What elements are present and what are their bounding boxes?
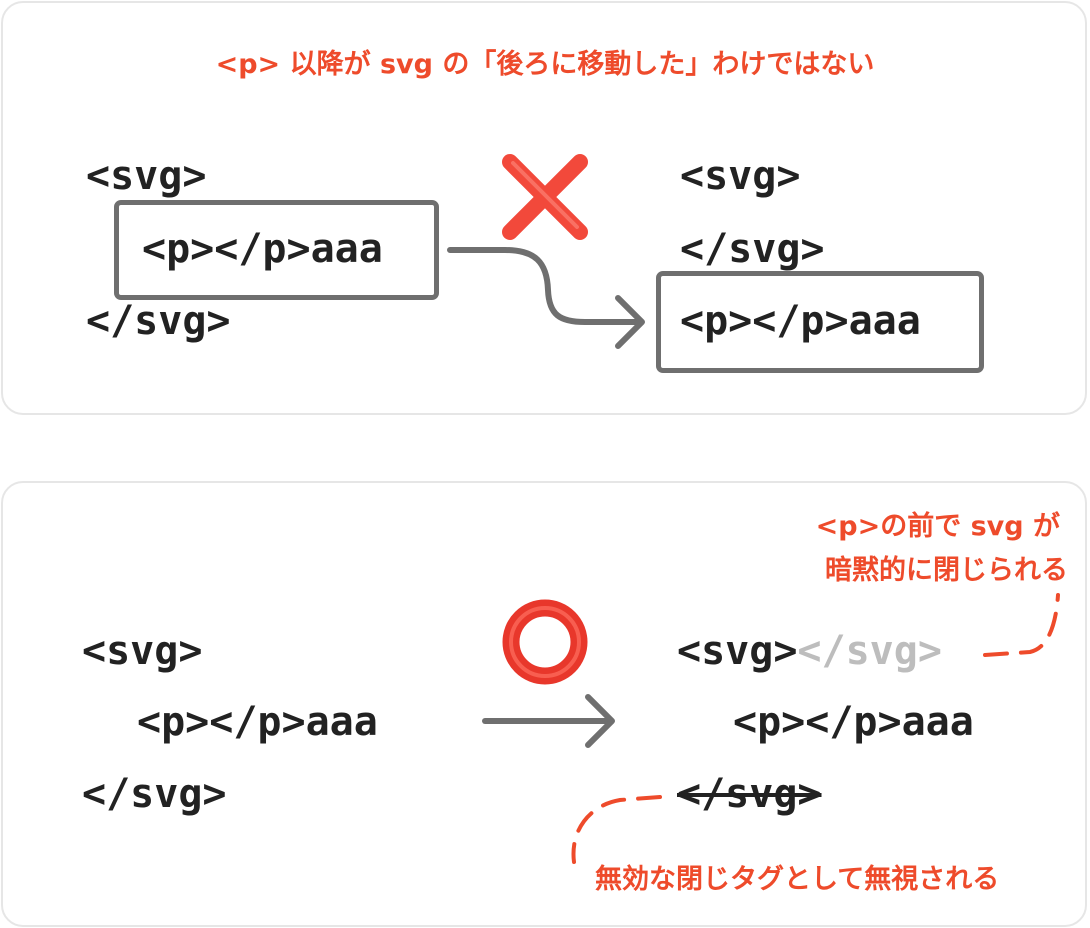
bottom-left-svg-open: <svg> (82, 628, 203, 674)
bottom-right-p-element: <p></p>aaa (733, 699, 974, 745)
bottom-right-svg-open: <svg> (677, 628, 798, 674)
parse-arrow-head (585, 694, 615, 748)
ignored-svg-close: </svg> (677, 771, 822, 817)
leader-implied-close (983, 593, 1060, 657)
top-right-svg-close: </svg> (680, 226, 825, 272)
note-implicit-close-line1: <p>の前で svg が (815, 511, 1060, 542)
top-right-svg-open: <svg> (680, 153, 801, 199)
top-left-svg-close: </svg> (86, 298, 231, 344)
note-ignored-close: 無効な閉じタグとして無視される (595, 864, 1000, 895)
top-heading: <p> 以降が svg の「後ろに移動した」わけではない (215, 49, 875, 80)
note-implicit-close-line2: 暗黙的に閉じられる (825, 555, 1068, 586)
bottom-right-line1: <svg></svg> (677, 627, 942, 675)
circle-mark-icon (502, 599, 588, 685)
bottom-left-svg-close: </svg> (82, 771, 227, 817)
top-left-p-element: <p></p>aaa (142, 226, 383, 272)
implied-svg-close: </svg> (797, 628, 942, 674)
bottom-left-p-element: <p></p>aaa (137, 699, 378, 745)
move-arrow (447, 247, 641, 325)
top-left-svg-open: <svg> (86, 153, 207, 199)
top-right-highlight-box (656, 271, 984, 373)
top-left-highlight-box (114, 200, 439, 300)
bottom-panel (1, 481, 1087, 927)
top-right-p-element: <p></p>aaa (680, 298, 921, 344)
leader-ignored-close (571, 795, 662, 864)
move-arrow-head (615, 295, 645, 349)
cross-mark-icon (502, 154, 588, 240)
